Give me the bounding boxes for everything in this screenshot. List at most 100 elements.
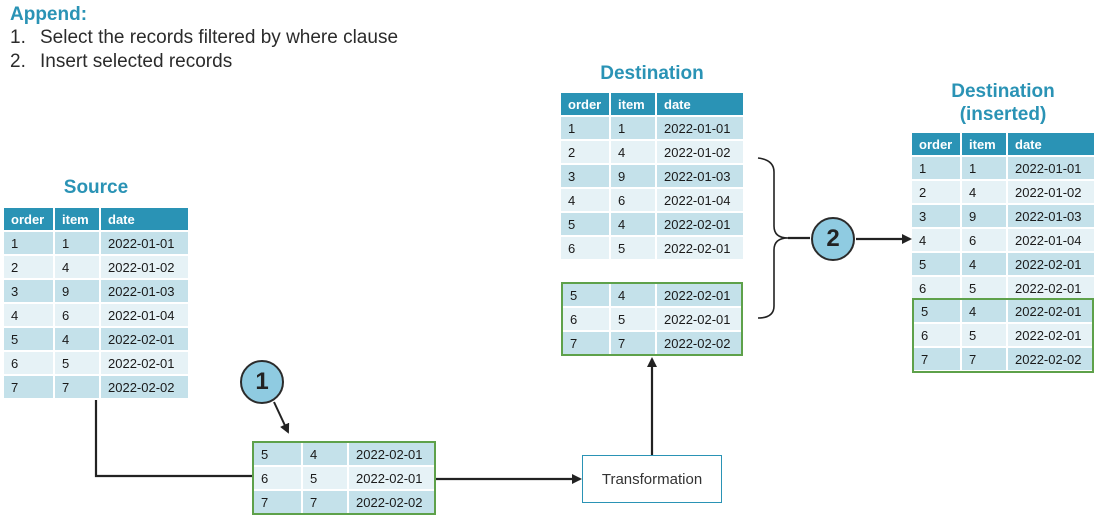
cell-order: 5 [912, 251, 962, 275]
step-2-number: 2. [10, 51, 26, 72]
column-header-item: item [611, 93, 657, 115]
cell-order: 5 [561, 211, 611, 235]
cell-item: 1 [611, 115, 657, 139]
cell-date: 2022-02-01 [101, 326, 188, 350]
cell-item: 5 [962, 275, 1008, 299]
cell-date: 2022-02-01 [657, 235, 743, 259]
source-header-row: order item date [4, 208, 188, 230]
step-2-text: Insert selected records [40, 51, 233, 72]
column-header-order: order [561, 93, 611, 115]
cell-order: 5 [914, 300, 962, 322]
destination-inserted-label: Destination (inserted) [912, 80, 1094, 126]
cell-order: 4 [561, 187, 611, 211]
cell-item: 9 [611, 163, 657, 187]
cell-date: 2022-01-04 [101, 302, 188, 326]
cell-item: 4 [55, 254, 101, 278]
title: Append: [10, 4, 88, 25]
column-header-date: date [657, 93, 743, 115]
cell-date: 2022-01-01 [101, 230, 188, 254]
step1-pointer-arrow [273, 401, 290, 434]
cell-order: 2 [912, 179, 962, 203]
cell-item: 9 [962, 203, 1008, 227]
destination-inserted-label-line1: Destination [951, 81, 1055, 102]
inserted-header-row: order item date [912, 133, 1094, 155]
cell-item: 4 [611, 139, 657, 163]
cell-item: 7 [55, 374, 101, 398]
step-2: 2. Insert selected records [10, 50, 398, 74]
source-label: Source [63, 177, 129, 198]
step-1-number: 1. [10, 27, 26, 48]
cell-date: 2022-01-03 [101, 278, 188, 302]
cell-order: 7 [4, 374, 55, 398]
column-header-date: date [101, 208, 188, 230]
cell-order: 3 [561, 163, 611, 187]
cell-item: 7 [303, 489, 349, 513]
cell-item: 4 [962, 179, 1008, 203]
cell-item: 4 [962, 251, 1008, 275]
cell-date: 2022-02-01 [1008, 251, 1094, 275]
destination-header-row: order item date [561, 93, 743, 115]
step-1-text: Select the records filtered by where cla… [40, 27, 399, 48]
cell-date: 2022-02-01 [657, 306, 741, 330]
cell-item: 5 [55, 350, 101, 374]
cell-order: 2 [561, 139, 611, 163]
cell-date: 2022-02-01 [1008, 322, 1092, 346]
cell-date: 2022-01-03 [657, 163, 743, 187]
cell-date: 2022-02-02 [101, 374, 188, 398]
cell-date: 2022-01-03 [1008, 203, 1094, 227]
header: Append: 1. Select the records filtered by… [10, 4, 398, 74]
cell-order: 5 [254, 443, 303, 465]
cell-date: 2022-02-01 [1008, 300, 1092, 322]
cell-item: 5 [611, 235, 657, 259]
cell-order: 6 [561, 235, 611, 259]
cell-date: 2022-02-02 [349, 489, 434, 513]
cell-item: 5 [611, 306, 657, 330]
cell-date: 2022-02-01 [657, 211, 743, 235]
cell-item: 5 [962, 322, 1008, 346]
cell-order: 6 [563, 306, 611, 330]
cell-date: 2022-02-02 [1008, 346, 1092, 370]
column-header-item: item [962, 133, 1008, 155]
cell-date: 2022-01-01 [657, 115, 743, 139]
cell-order: 1 [561, 115, 611, 139]
cell-date: 2022-01-02 [657, 139, 743, 163]
cell-order: 6 [912, 275, 962, 299]
cell-item: 5 [303, 465, 349, 489]
cell-order: 1 [912, 155, 962, 179]
cell-order: 3 [4, 278, 55, 302]
cell-date: 2022-01-04 [657, 187, 743, 211]
cell-item: 9 [55, 278, 101, 302]
cell-order: 4 [4, 302, 55, 326]
cell-item: 6 [611, 187, 657, 211]
cell-item: 7 [611, 330, 657, 354]
cell-item: 4 [55, 326, 101, 350]
step-1-marker: 1 [240, 360, 284, 404]
